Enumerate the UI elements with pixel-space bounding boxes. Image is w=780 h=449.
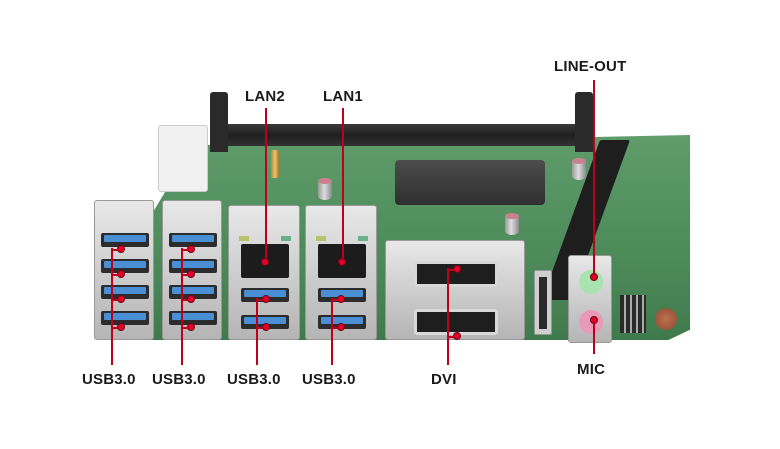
- lan1-usb-combo: [305, 205, 377, 340]
- lan-led: [281, 236, 291, 241]
- usb-port[interactable]: [169, 233, 217, 247]
- dvi-leader: [447, 268, 449, 365]
- usb-marker: [187, 295, 195, 303]
- dvi-marker: [453, 332, 461, 340]
- usb-marker: [187, 245, 195, 253]
- lan-led: [239, 236, 249, 241]
- dvi-bracket: [385, 240, 525, 340]
- lan1-label: LAN1: [323, 88, 363, 105]
- gold-standoff: [271, 150, 279, 178]
- usb3-leader: [256, 298, 258, 365]
- dimm-slot: [220, 124, 590, 146]
- usb-marker: [117, 295, 125, 303]
- mic-label: MIC: [577, 361, 606, 378]
- capacitor: [505, 213, 519, 235]
- pin-header: [620, 295, 646, 333]
- usb-port[interactable]: [101, 285, 149, 299]
- usb3-label-2: USB3.0: [152, 371, 206, 388]
- usb-marker: [337, 323, 345, 331]
- usb3-label-1: USB3.0: [82, 371, 136, 388]
- usb-port[interactable]: [318, 315, 366, 329]
- lan-led: [316, 236, 326, 241]
- dvi-label: DVI: [431, 371, 457, 388]
- usb1-leader: [111, 248, 113, 365]
- line-out-label: LINE-OUT: [554, 58, 627, 75]
- lan2-leader: [265, 108, 267, 260]
- usb3-label-3: USB3.0: [227, 371, 281, 388]
- usb-marker: [117, 245, 125, 253]
- lan2-label: LAN2: [245, 88, 285, 105]
- usb-port[interactable]: [101, 233, 149, 247]
- usb-stack-left: [94, 200, 154, 340]
- usb2-leader: [181, 248, 183, 365]
- capacitor: [318, 178, 332, 200]
- usb-port[interactable]: [101, 311, 149, 325]
- usb-marker: [117, 270, 125, 278]
- lan2-usb-combo: [228, 205, 300, 340]
- capacitor: [572, 158, 586, 180]
- usb-marker: [117, 323, 125, 331]
- lan-led: [358, 236, 368, 241]
- line-out-leader: [593, 80, 595, 275]
- power-connector: [158, 125, 208, 192]
- mic-marker: [590, 316, 598, 324]
- buzzer: [655, 308, 677, 330]
- usb-port[interactable]: [241, 315, 289, 329]
- line-out-marker: [590, 273, 598, 281]
- usb-marker: [337, 295, 345, 303]
- usb-marker: [187, 270, 195, 278]
- usb3-label-4: USB3.0: [302, 371, 356, 388]
- lan1-leader: [342, 108, 344, 260]
- mic-leader: [593, 324, 595, 354]
- dimm-latch-right: [575, 92, 593, 152]
- usb-marker: [262, 295, 270, 303]
- dvi-marker: [453, 265, 461, 273]
- hdmi-port[interactable]: [534, 270, 552, 335]
- usb-marker: [187, 323, 195, 331]
- usb-port[interactable]: [101, 259, 149, 273]
- lan1-marker: [338, 258, 346, 266]
- usb4-leader: [331, 298, 333, 365]
- lan2-marker: [261, 258, 269, 266]
- audio-bracket: [568, 255, 612, 343]
- dimm-latch-left: [210, 92, 228, 152]
- usb-marker: [262, 323, 270, 331]
- cpu-socket: [395, 160, 545, 205]
